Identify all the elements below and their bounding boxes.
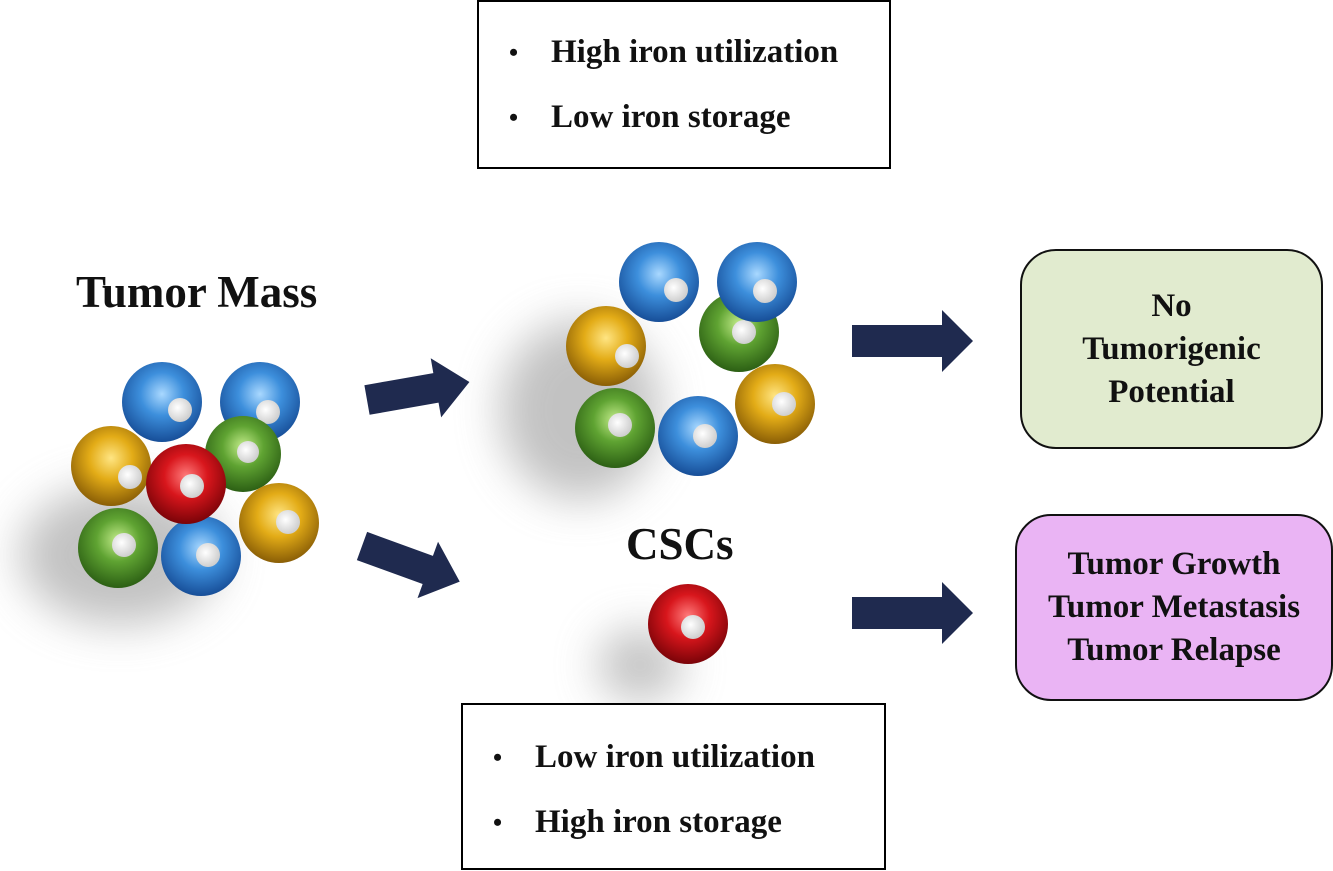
outcome-tumor-metastasis: Tumor Metastasis — [1047, 589, 1301, 625]
bullet-high-iron-storage: High iron storage — [463, 806, 884, 840]
outcome-line: No — [1151, 287, 1192, 324]
outcome-tumor-growth: Tumor Growth — [1067, 546, 1281, 582]
cell — [619, 242, 699, 322]
cell — [717, 242, 797, 322]
no-tumorigenic-potential-box: No Tumorigenic Potential — [1020, 249, 1323, 449]
outcome-tumor-relapse: Tumor Relapse — [1067, 632, 1281, 668]
arrow-to-no-potential-icon — [852, 310, 973, 372]
outcome-line: Tumorigenic — [1082, 330, 1261, 367]
cell — [71, 426, 151, 506]
cell — [161, 516, 241, 596]
non-csc-iron-profile-box: High iron utilization Low iron storage — [477, 0, 891, 169]
arrow-to-csc-icon — [356, 531, 460, 599]
bullet-low-iron-storage: Low iron storage — [479, 101, 889, 135]
csc-iron-profile-box: Low iron utilization High iron storage — [461, 703, 886, 870]
cell — [239, 483, 319, 563]
csc-cell — [146, 444, 226, 524]
cell — [735, 364, 815, 444]
non-csc-cluster — [566, 242, 815, 476]
tumor-outcomes-box: Tumor Growth Tumor Metastasis Tumor Rela… — [1015, 514, 1333, 701]
cell — [78, 508, 158, 588]
bullet-low-iron-utilization: Low iron utilization — [463, 741, 884, 775]
cell — [658, 396, 738, 476]
arrow-to-non-csc-icon — [364, 358, 470, 418]
tumor-mass-cluster — [71, 362, 319, 596]
cell — [566, 306, 646, 386]
csc-single-cell — [648, 584, 728, 664]
cell — [575, 388, 655, 468]
arrows — [356, 310, 973, 644]
cell — [122, 362, 202, 442]
outcome-line: Potential — [1108, 373, 1235, 410]
arrow-to-tumor-growth-icon — [852, 582, 973, 644]
tumor-mass-label: Tumor Mass — [76, 267, 318, 317]
bullet-high-iron-utilization: High iron utilization — [479, 36, 889, 70]
cscs-label: CSCs — [626, 519, 734, 569]
